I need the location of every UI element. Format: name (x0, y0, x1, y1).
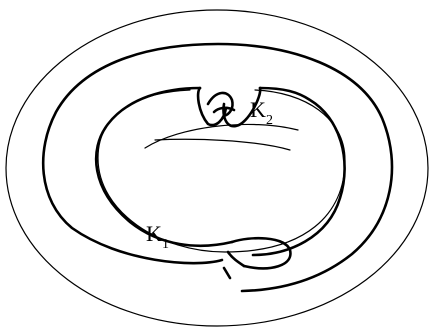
label-k2-subscript: 2 (266, 113, 273, 128)
label-k1-main: K (146, 221, 162, 246)
knot-k1-crossing-under-b (224, 268, 230, 278)
torus-hole-lower (145, 124, 298, 148)
torus-hole-upper (155, 139, 290, 150)
outer-torus-boundary (6, 10, 428, 326)
knot-k2-clasp-top (208, 93, 233, 116)
knot-k1-inner-strand (96, 88, 344, 255)
label-k1-subscript: 1 (162, 237, 169, 252)
knot-k1-crossing-under-a (228, 252, 244, 266)
label-k2-main: K (250, 97, 266, 122)
label-k2: K 2 (250, 97, 273, 128)
inner-torus-boundary (98, 90, 345, 252)
label-k1: K 1 (146, 221, 169, 252)
